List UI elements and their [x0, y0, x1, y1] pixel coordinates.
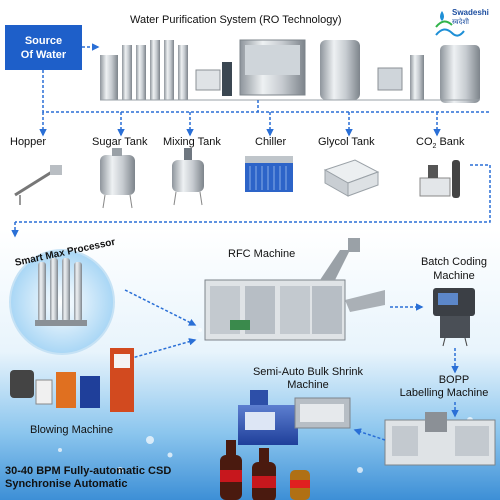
bopp-label-1: BOPP	[438, 374, 470, 386]
sugar-tank-machine	[100, 148, 135, 209]
sugar-tank-label: Sugar Tank	[92, 136, 148, 148]
co2-bank-machine	[419, 160, 460, 198]
bottle-products	[220, 440, 310, 500]
mixing-tank-machine	[172, 148, 204, 206]
co2-bank-label: CO2 Bank	[416, 136, 465, 150]
chiller-machine	[245, 156, 293, 192]
flow-arrows-middle	[11, 164, 491, 238]
source-line1: Source	[24, 34, 63, 47]
co2-suffix: Bank	[436, 136, 465, 148]
chiller-label: Chiller	[255, 136, 287, 148]
batch-coding-label-1: Batch Coding	[420, 256, 488, 268]
mixing-tank-label: Mixing Tank	[163, 136, 221, 148]
flow-arrows-drops	[39, 112, 441, 137]
hopper-machine	[14, 165, 62, 205]
glycol-tank-machine	[323, 159, 380, 197]
ro-system-title: Water Purification System (RO Technology…	[130, 14, 342, 26]
footer-line-2: Synchronise Automatic	[5, 478, 128, 490]
blowing-machine-label: Blowing Machine	[30, 424, 114, 436]
flow-arrows-row3	[124, 289, 459, 374]
ro-system-equipment	[100, 39, 480, 103]
rfc-machine	[204, 238, 385, 341]
hopper-label: Hopper	[10, 136, 47, 148]
batch-coding-label-2: Machine	[433, 270, 475, 282]
glycol-tank-label: Glycol Tank	[318, 136, 375, 148]
bopp-label-2: Labelling Machine	[399, 387, 489, 399]
flow-arrows-bottom	[353, 402, 459, 441]
source-of-water-box: Source Of Water	[5, 25, 82, 70]
logo-text-primary: Swadeshi	[452, 8, 489, 17]
batch-coding-machine	[433, 288, 475, 347]
source-line2: Of Water	[20, 48, 67, 61]
bopp-labelling-machine	[384, 412, 496, 466]
shrink-label-1: Semi-Auto Bulk Shrink	[252, 366, 364, 378]
footer-line-1: 30-40 BPM Fully-automatic CSD	[5, 465, 172, 477]
logo-text-secondary: स्वदेशी	[452, 19, 469, 26]
shrink-label-2: Machine	[287, 379, 329, 391]
blowing-machine	[10, 348, 134, 412]
smart-max-processor-machine	[9, 249, 115, 355]
co2-text: CO	[416, 136, 433, 148]
rfc-machine-label: RFC Machine	[228, 248, 296, 260]
co2-subscript: 2	[432, 143, 437, 151]
semi-auto-shrink-machine	[238, 390, 351, 445]
swadeshi-logo	[435, 11, 465, 37]
